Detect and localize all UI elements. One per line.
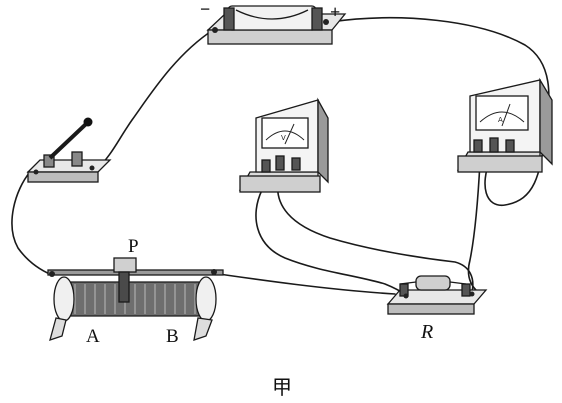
battery: − +	[200, 0, 347, 45]
resistor-label: R	[420, 321, 433, 343]
switch-handle-knob[interactable]	[83, 117, 93, 127]
figure-caption: 甲	[272, 377, 292, 399]
wire-switch-to-rheostat	[11, 171, 53, 276]
voltmeter-symbol: V	[281, 134, 286, 142]
rheostat-slider-label: P	[128, 236, 139, 257]
rheostat-end-a-label: A	[86, 326, 100, 347]
wire-rheostat-to-resistor	[204, 271, 396, 295]
knife-switch[interactable]	[26, 117, 112, 183]
ammeter: A	[456, 77, 553, 173]
battery-plus-label: +	[330, 2, 340, 22]
wire-battery-to-switch	[95, 29, 214, 171]
resistor: R	[386, 275, 488, 343]
rheostat-end-b-label: B	[166, 326, 179, 347]
ammeter-symbol: A	[498, 116, 503, 124]
wire-rheostat-to-voltmeter	[255, 189, 409, 297]
wire-ammeter-to-resistor	[467, 161, 481, 293]
voltmeter: V	[238, 97, 329, 193]
battery-minus-label: −	[200, 0, 210, 19]
rheostat-slider[interactable]	[113, 257, 137, 303]
sliding-rheostat: P A B	[47, 236, 224, 347]
